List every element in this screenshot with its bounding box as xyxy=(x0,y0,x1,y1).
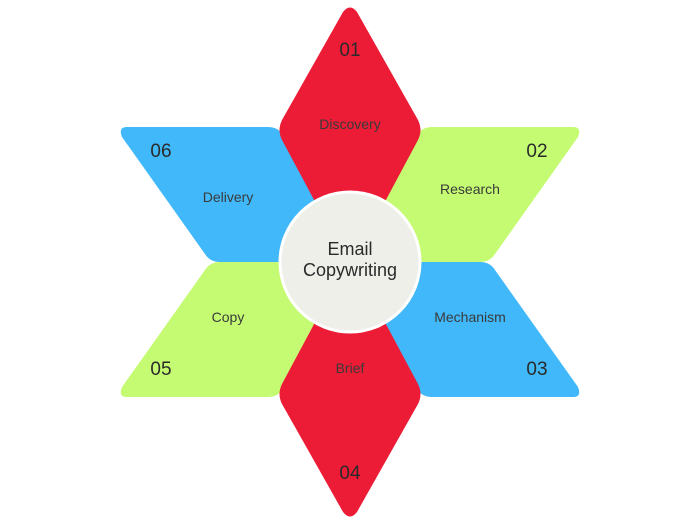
center-circle xyxy=(278,190,422,334)
step-05-label: Copy xyxy=(212,309,245,325)
center-hub[interactable]: Email Copywriting xyxy=(278,190,422,334)
step-05-number: 05 xyxy=(150,359,171,380)
step-04-brief[interactable]: 04 Brief xyxy=(279,265,421,517)
step-06-label: Delivery xyxy=(203,189,254,205)
step-03-label: Mechanism xyxy=(434,309,506,325)
center-title-line2: Copywriting xyxy=(303,260,397,280)
step-04-label: Brief xyxy=(336,360,365,376)
step-01-petal xyxy=(279,7,421,259)
step-02-label: Research xyxy=(440,181,500,197)
step-02-number: 02 xyxy=(526,141,547,162)
step-04-number: 04 xyxy=(339,463,361,484)
center-title-line1: Email xyxy=(327,239,372,259)
step-03-number: 03 xyxy=(526,359,547,380)
step-01-label: Discovery xyxy=(319,116,380,132)
step-06-number: 06 xyxy=(150,141,171,162)
step-01-number: 01 xyxy=(339,40,360,61)
step-04-petal xyxy=(279,265,421,517)
step-01-discovery[interactable]: 01 Discovery xyxy=(279,7,421,259)
